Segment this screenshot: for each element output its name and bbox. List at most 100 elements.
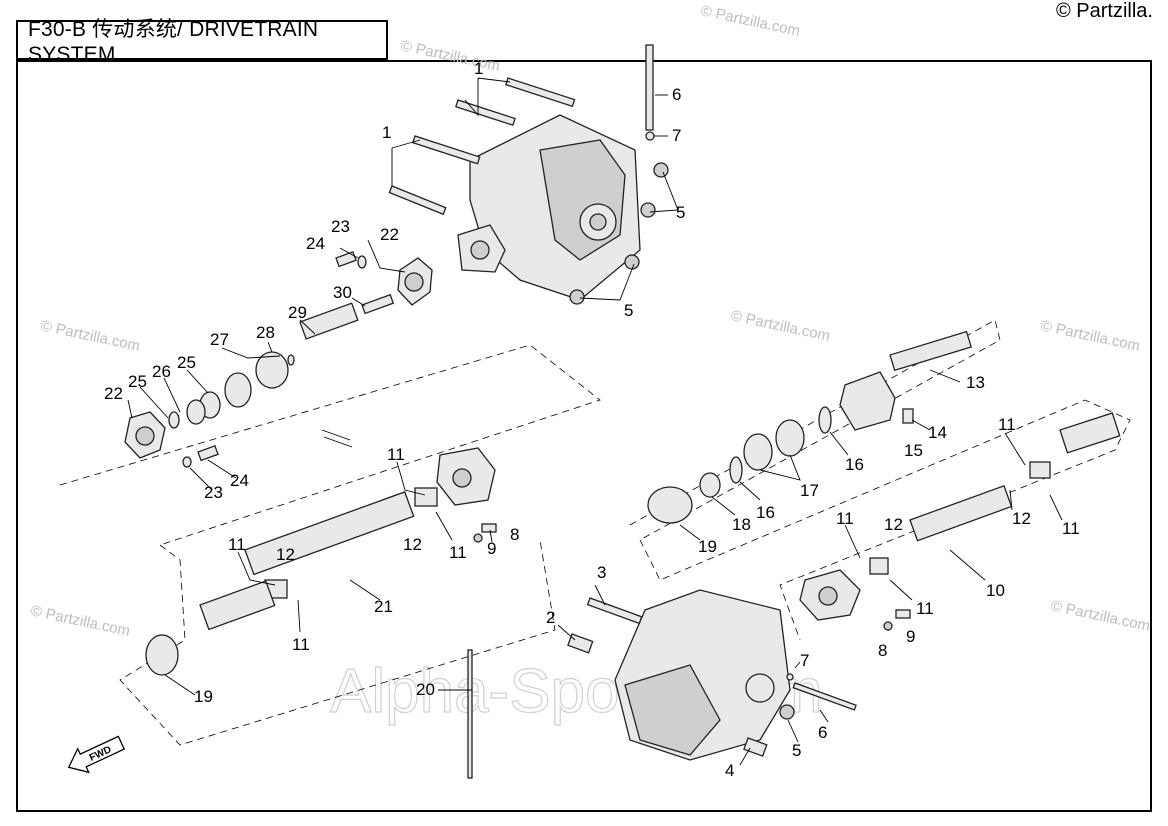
callout-11e: 11	[998, 415, 1016, 434]
washer-8b	[883, 621, 893, 631]
pinion-29	[299, 302, 359, 340]
callout-26: 26	[152, 362, 171, 381]
leader-24b	[207, 459, 237, 479]
leader-16b	[739, 481, 761, 501]
leader-11b	[435, 511, 453, 541]
leader-12c	[1009, 489, 1013, 511]
leader-19b	[679, 524, 701, 541]
callout-1a: 1	[474, 59, 483, 78]
callout-21: 21	[374, 597, 393, 616]
leader-9a	[489, 529, 493, 543]
callout-27: 27	[210, 330, 229, 349]
fwd-arrow: FWD	[67, 735, 126, 774]
watermark-bottom-right: © Partzilla.com	[1049, 597, 1151, 635]
leader-21	[349, 579, 381, 601]
bolt-8a	[481, 523, 497, 533]
callout-15: 15	[904, 441, 923, 460]
stud-6b	[792, 682, 857, 711]
watermark-right: © Partzilla.com	[1039, 317, 1141, 355]
callout-5c: 5	[792, 741, 801, 760]
bolt-9b	[895, 609, 911, 619]
callout-8a: 8	[510, 525, 519, 544]
callout-numbers: 1 1 6 7 5 5 23 24 22 30 29 28 27 25 26 2…	[104, 59, 1080, 780]
bolt-1d	[388, 185, 447, 216]
circlip-16b	[729, 456, 743, 484]
leader-11c	[237, 551, 276, 586]
callout-16b: 16	[756, 503, 775, 522]
callout-9a: 9	[487, 539, 496, 558]
leader-25b	[139, 386, 169, 419]
front-shaft-tube	[244, 491, 415, 576]
copyright-notice: © Partzilla.	[1056, 0, 1153, 22]
flange-22a-hub	[404, 272, 424, 292]
leader-22b	[127, 399, 133, 419]
front-diff-output-bore	[589, 213, 607, 231]
callout-3: 3	[597, 563, 606, 582]
watermark-left: © Partzilla.com	[39, 317, 141, 355]
leader-lines	[127, 77, 1063, 766]
leader-11g	[844, 524, 861, 559]
callout-23a: 23	[331, 217, 350, 236]
fwd-arrow-label: FWD	[88, 744, 113, 764]
leader-14	[911, 419, 931, 431]
callout-11c: 11	[228, 535, 246, 554]
callout-5a: 5	[676, 203, 685, 222]
bearing-27	[224, 372, 252, 408]
partzilla-watermarks: © Partzilla.com © Partzilla.com © Partzi…	[29, 2, 1151, 726]
shaft-30	[361, 293, 395, 315]
rear-cross-joint-b	[869, 557, 889, 575]
bolt-3	[586, 597, 643, 625]
nut-5b	[640, 202, 656, 218]
callout-11g: 11	[836, 509, 854, 528]
callout-13: 13	[966, 373, 985, 392]
callout-10: 10	[986, 581, 1005, 600]
washer-9a	[473, 533, 483, 543]
callout-22b: 22	[104, 384, 123, 403]
callout-25b: 25	[128, 372, 147, 391]
nut-5a	[653, 162, 669, 178]
leader-11e	[1004, 432, 1026, 466]
callout-12a: 12	[403, 535, 422, 554]
leader-30	[351, 297, 366, 307]
bearing-17b	[743, 433, 773, 471]
callout-20: 20	[416, 680, 435, 699]
diagram-title: F30-B 传动系统/ DRIVETRAIN SYSTEM	[16, 18, 388, 66]
front-diff-input-bore	[470, 240, 490, 260]
washer-23b	[182, 456, 192, 468]
front-differential	[457, 114, 641, 301]
leader-11f	[1049, 494, 1063, 521]
watermark-top: © Partzilla.com	[399, 37, 501, 75]
callout-6a: 6	[672, 85, 681, 104]
rear-flange-yoke-bore	[818, 586, 838, 606]
nut-5e	[779, 704, 795, 720]
leader-19a	[164, 674, 196, 696]
bolt-24b	[197, 445, 219, 462]
watermark-top-right: © Partzilla.com	[699, 2, 801, 40]
callout-8b: 8	[878, 641, 887, 660]
break-mark-1	[321, 429, 351, 441]
callout-29: 29	[288, 303, 307, 322]
watermark-middle: © Partzilla.com	[729, 307, 831, 345]
washer-23a	[357, 255, 367, 269]
watermark-bottom-left: © Partzilla.com	[29, 602, 131, 640]
callout-30: 30	[333, 283, 352, 302]
callout-9b: 9	[906, 627, 915, 646]
front-shaft-outline-top	[59, 344, 601, 546]
leader-11d	[297, 599, 301, 633]
callout-11a: 11	[387, 445, 405, 464]
nut-5c	[624, 254, 640, 270]
front-propshaft	[145, 447, 497, 779]
stud-6	[645, 44, 654, 131]
ring-28-spacer	[287, 354, 295, 366]
callout-19a: 19	[194, 687, 213, 706]
callout-12d: 12	[884, 515, 903, 534]
leader-6b	[819, 709, 829, 723]
circlip-16a	[818, 406, 832, 434]
callout-14: 14	[928, 423, 947, 442]
leader-4	[739, 747, 751, 766]
callout-28: 28	[256, 323, 275, 342]
leader-11h	[889, 579, 913, 601]
shaft-13	[889, 330, 972, 372]
rear-cross-joint-a	[1029, 461, 1051, 479]
